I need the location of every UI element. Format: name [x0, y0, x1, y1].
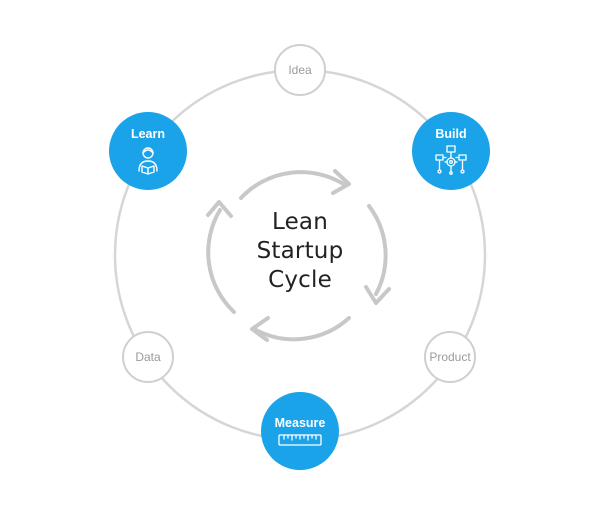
inner-arrowheads	[206, 169, 391, 342]
cycle-title: Lean Startup Cycle	[210, 208, 390, 295]
node-measure-label: Measure	[274, 416, 326, 430]
node-data[interactable]: Data	[122, 331, 174, 383]
node-product-label: Product	[429, 350, 471, 364]
node-product[interactable]: Product	[424, 331, 476, 383]
node-build-label: Build	[435, 127, 467, 141]
inner-cycle-arrows	[206, 170, 388, 342]
flowchart-gear-icon	[434, 145, 468, 175]
title-line-2: Startup	[256, 238, 344, 264]
arrow-arc-right	[367, 204, 388, 296]
ruler-icon	[278, 434, 322, 446]
arrowhead-bottom	[250, 316, 270, 342]
arrowhead-right	[364, 285, 391, 305]
node-learn[interactable]: Learn	[109, 112, 187, 190]
node-idea[interactable]: Idea	[274, 44, 326, 96]
arrowhead-left	[206, 200, 233, 218]
node-idea-label: Idea	[288, 63, 312, 77]
title-line-1: Lean	[271, 209, 329, 235]
node-measure[interactable]: Measure	[261, 392, 339, 470]
arrow-arc-left	[206, 208, 236, 314]
arrow-arc-bottom	[254, 316, 351, 342]
person-reading-icon	[133, 145, 163, 175]
arrowhead-top	[331, 169, 351, 195]
node-build[interactable]: Build	[412, 112, 490, 190]
arrow-arc-top	[239, 170, 347, 200]
node-data-label: Data	[135, 350, 161, 364]
node-learn-label: Learn	[130, 127, 166, 141]
title-line-3: Cycle	[268, 267, 332, 293]
